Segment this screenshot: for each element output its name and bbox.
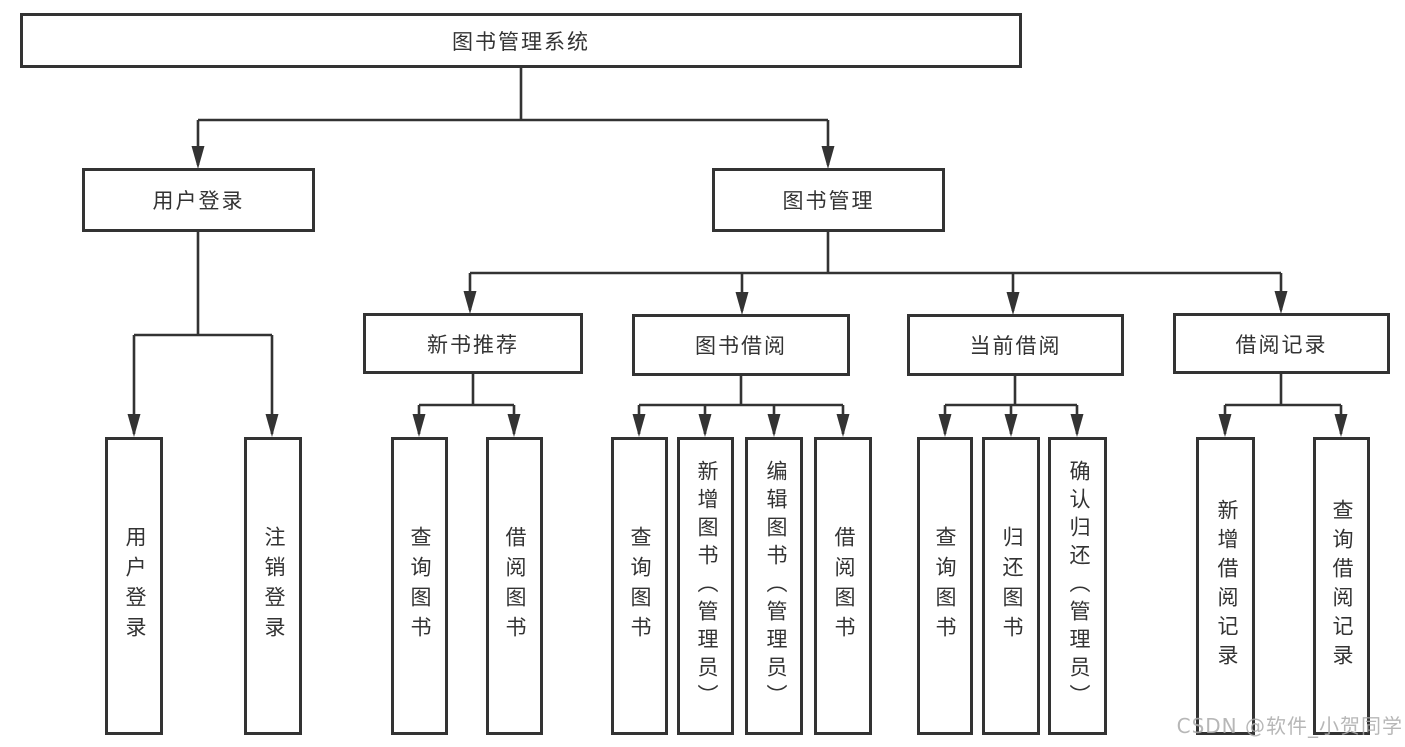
leaf-logout: 注销登录 — [244, 437, 302, 735]
leaf-edit-books-admin: 编辑图书（管理员） — [745, 437, 803, 735]
leaf-query-books-recommend: 查询图书 — [391, 437, 448, 735]
node-new-book-recommend: 新书推荐 — [363, 313, 583, 374]
leaf-add-borrow-record: 新增借阅记录 — [1196, 437, 1255, 735]
node-book-management: 图书管理 — [712, 168, 945, 232]
leaf-return-books: 归还图书 — [982, 437, 1040, 735]
csdn-watermark: CSDN @软件_小贺同学 — [1176, 714, 1403, 738]
node-user-login: 用户登录 — [82, 168, 315, 232]
leaf-query-books-current: 查询图书 — [917, 437, 973, 735]
node-borrowing-records: 借阅记录 — [1173, 313, 1390, 374]
node-current-borrowing: 当前借阅 — [907, 314, 1124, 376]
leaf-confirm-return-admin: 确认归还（管理员） — [1048, 437, 1107, 735]
leaf-borrow-books-borrowing: 借阅图书 — [814, 437, 872, 735]
leaf-user-login: 用户登录 — [105, 437, 163, 735]
node-book-borrowing: 图书借阅 — [632, 314, 850, 376]
arrowhead-icons — [127, 146, 1348, 437]
leaf-add-books-admin: 新增图书（管理员） — [677, 437, 734, 735]
leaf-query-borrow-record: 查询借阅记录 — [1313, 437, 1370, 735]
node-root-library-management-system: 图书管理系统 — [20, 13, 1022, 68]
leaf-borrow-books-recommend: 借阅图书 — [486, 437, 543, 735]
leaf-query-books-borrowing: 查询图书 — [611, 437, 668, 735]
